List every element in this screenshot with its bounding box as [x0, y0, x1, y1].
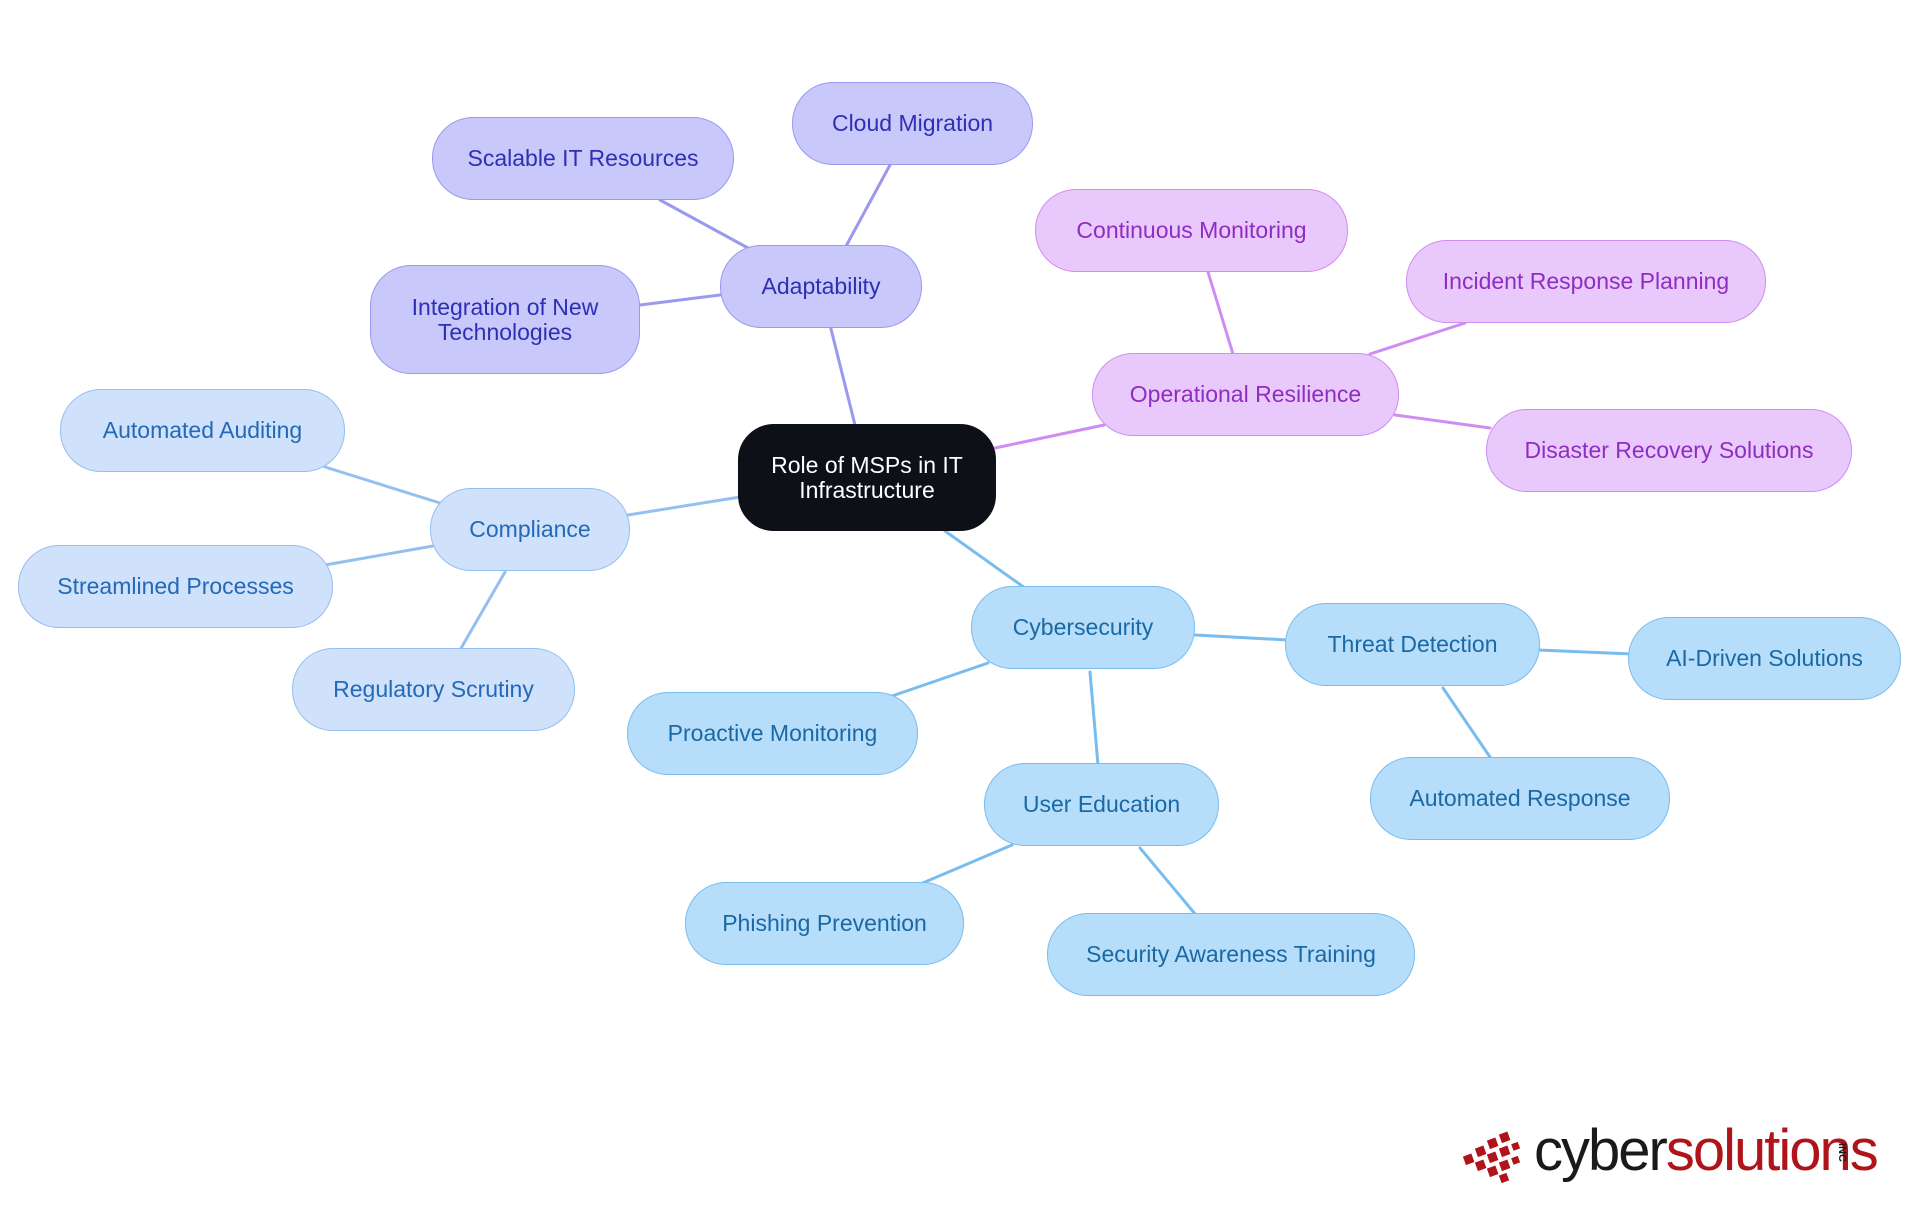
node-integration-of-new-technologies: Integration of New Technologies: [370, 265, 640, 374]
edge-cyber-user-education: [1088, 670, 1100, 767]
edge-adaptability-cloud: [843, 163, 892, 250]
edge-threat-ai: [1536, 648, 1634, 656]
node-automated-auditing: Automated Auditing: [60, 389, 345, 472]
cybersolutions-logo: cybersolutions INC: [1460, 1115, 1880, 1195]
node-cloud-migration: Cloud Migration: [792, 82, 1033, 165]
node-threat-detection: Threat Detection: [1285, 603, 1540, 686]
node-continuous-monitoring: Continuous Monitoring: [1035, 189, 1348, 272]
edge-root-operational: [993, 423, 1106, 450]
node-security-awareness-training: Security Awareness Training: [1047, 913, 1415, 996]
node-scalable-it-resources: Scalable IT Resources: [432, 117, 734, 200]
node-cybersecurity-label: Cybersecurity: [1012, 614, 1154, 640]
edge-usered-security-awareness: [1138, 846, 1198, 917]
edge-operational-incident: [1368, 321, 1467, 356]
node-disaster-recovery-solutions: Disaster Recovery Solutions: [1486, 409, 1852, 492]
node-streamlined-processes: Streamlined Processes: [18, 545, 333, 628]
node-operational-resilience-label: Operational Resilience: [1129, 381, 1362, 407]
node-compliance: Compliance: [430, 488, 630, 571]
edge-cyber-proactive: [890, 661, 990, 698]
node-proactive-monitoring: Proactive Monitoring: [627, 692, 918, 775]
node-incident-response-planning: Incident Response Planning: [1406, 240, 1766, 323]
edge-operational-disaster: [1393, 413, 1492, 430]
edge-adaptability-scalable: [658, 198, 750, 250]
edge-root-cybersecurity: [943, 529, 1027, 590]
logo-inc-suffix: INC: [1836, 1143, 1848, 1162]
node-operational-resilience: Operational Resilience: [1092, 353, 1399, 436]
root-label: Role of MSPs in IT Infrastructure: [771, 451, 963, 503]
node-cybersecurity: Cybersecurity: [971, 586, 1195, 669]
logo-wordmark: cybersolutions: [1534, 1118, 1879, 1183]
edge-root-adaptability: [828, 323, 857, 427]
node-user-education: User Education: [984, 763, 1219, 846]
edge-adaptability-integration: [638, 293, 722, 307]
node-phishing-prevention: Phishing Prevention: [685, 882, 964, 965]
node-ai-driven-solutions: AI-Driven Solutions: [1628, 617, 1901, 700]
node-adaptability: Adaptability: [720, 245, 922, 328]
edge-root-compliance: [626, 495, 742, 517]
edge-compliance-regulatory: [458, 570, 507, 652]
edge-compliance-streamlined: [323, 544, 435, 567]
node-automated-response: Automated Response: [1370, 757, 1670, 840]
edge-usered-phishing: [916, 843, 1014, 887]
node-compliance-label: Compliance: [469, 516, 591, 542]
root-node: Role of MSPs in IT Infrastructure: [738, 424, 996, 531]
edge-threat-automated: [1441, 686, 1494, 762]
edge-cyber-threat: [1193, 633, 1290, 642]
node-regulatory-scrutiny: Regulatory Scrutiny: [292, 648, 575, 731]
node-adaptability-label: Adaptability: [761, 273, 881, 299]
logo-mark-icon: [1462, 1131, 1521, 1184]
edge-compliance-auditing: [323, 465, 442, 505]
edge-operational-continuous: [1206, 270, 1235, 356]
